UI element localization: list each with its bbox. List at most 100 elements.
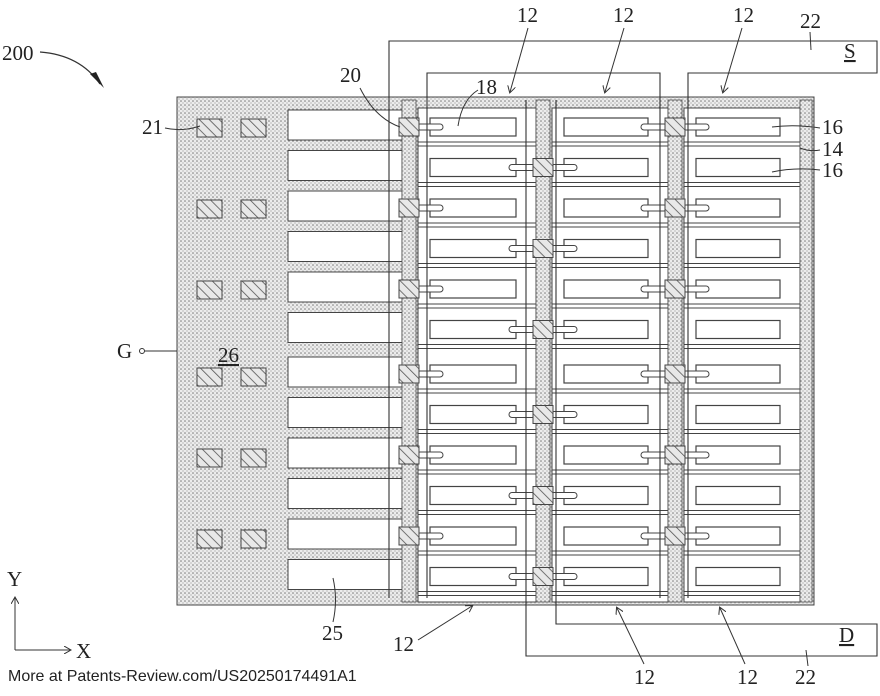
contact-pad-21 (240, 280, 267, 300)
label-12-bottom-2: 12 (634, 665, 655, 689)
leader-12-top-1 (510, 27, 529, 92)
leader-16-b (771, 168, 821, 173)
via-20 (532, 405, 554, 424)
contact-tab-18 (550, 411, 578, 418)
axis-x-label: X (76, 639, 91, 663)
transistor-columns (398, 99, 813, 603)
source-drain-region-16 (695, 404, 781, 425)
dummy-bar (287, 478, 403, 509)
footer-source-link[interactable]: More at Patents-Review.com/US20250174491… (8, 668, 357, 685)
label-18: 18 (476, 75, 497, 99)
label-22-top: 22 (800, 9, 821, 33)
via-20 (664, 117, 686, 137)
source-drain-region-16 (563, 117, 649, 137)
contact-tab-18 (640, 204, 668, 212)
via-20 (398, 364, 420, 384)
label-16-b: 16 (822, 158, 843, 182)
via-20 (532, 239, 554, 258)
dummy-bar (287, 271, 403, 303)
terminal-g-node (139, 348, 145, 354)
contact-tab-18 (416, 123, 444, 131)
source-drain-region-16 (695, 319, 781, 340)
dummy-bar (287, 312, 403, 343)
label-12-bottom-3: 12 (737, 665, 758, 689)
contact-pad-21 (240, 448, 267, 468)
transistor-column (683, 107, 801, 603)
label-16-a: 16 (822, 115, 843, 139)
source-drain-region-16 (563, 364, 649, 384)
contact-tab-18 (416, 285, 444, 293)
via-20 (664, 198, 686, 218)
source-drain-region-16 (563, 445, 649, 465)
contact-pad-21 (196, 367, 223, 387)
source-drain-region-16 (563, 279, 649, 299)
contact-tab-18 (508, 164, 536, 171)
source-drain-region-16 (695, 238, 781, 259)
contact-tab-18 (640, 370, 668, 378)
dummy-bar (287, 518, 403, 550)
interconnect-lines (388, 40, 878, 657)
arrowhead-200 (90, 72, 104, 88)
contact-pad-21 (240, 367, 267, 387)
contact-pad-21 (240, 118, 267, 138)
gate-strip-14 (799, 99, 813, 603)
contact-pad-21 (196, 280, 223, 300)
contact-tab-18 (640, 123, 668, 131)
label-200: 200 (2, 41, 34, 65)
source-drain-region-16 (563, 526, 649, 546)
contact-tab-18 (550, 164, 578, 171)
label-21: 21 (142, 115, 163, 139)
contact-tab-18 (416, 370, 444, 378)
via-20 (398, 198, 420, 218)
label-12-top-2: 12 (613, 3, 634, 27)
source-drain-region-16 (563, 198, 649, 218)
gate-strip-14 (667, 99, 683, 603)
leader-25 (332, 577, 336, 623)
via-20 (398, 526, 420, 546)
leader-12-bottom-2 (617, 608, 645, 665)
via-20 (398, 117, 420, 137)
leader-12-bottom-1 (417, 606, 472, 641)
contact-tab-18 (508, 326, 536, 333)
dummy-bar (287, 150, 403, 181)
via-20 (532, 320, 554, 339)
source-drain-region-16 (429, 319, 517, 340)
via-20 (532, 486, 554, 505)
contact-pad-21 (240, 199, 267, 219)
contact-tab-18 (550, 326, 578, 333)
via-20 (398, 279, 420, 299)
label-20: 20 (340, 63, 361, 87)
dummy-bar (287, 190, 403, 222)
contact-tab-18 (640, 451, 668, 459)
leader-16-a (771, 125, 821, 129)
via-20 (664, 526, 686, 546)
dummy-bar (287, 437, 403, 469)
contact-tab-18 (550, 245, 578, 252)
gate-strip-14 (401, 99, 417, 603)
label-22-bottom: 22 (795, 665, 816, 689)
via-20 (664, 364, 686, 384)
label-12-top-1: 12 (517, 3, 538, 27)
source-drain-region-16 (429, 485, 517, 506)
contact-pad-21 (196, 448, 223, 468)
label-12-bottom-1: 12 (393, 632, 414, 656)
leader-22-top (809, 31, 812, 51)
contact-tab-18 (508, 573, 536, 580)
label-26: 26 (218, 343, 239, 367)
contact-pad-21 (240, 529, 267, 549)
contact-tab-18 (508, 245, 536, 252)
contact-tab-18 (682, 123, 710, 131)
source-drain-region-16 (429, 566, 517, 587)
contact-tab-18 (416, 532, 444, 540)
source-drain-region-16 (695, 566, 781, 587)
source-drain-region-16 (429, 404, 517, 425)
arrow-200 (39, 51, 101, 85)
gate-contact-pads (196, 118, 267, 549)
dummy-bar (287, 231, 403, 262)
contact-tab-18 (682, 532, 710, 540)
transistor-column (417, 107, 537, 603)
contact-tab-18 (640, 285, 668, 293)
leader-18 (457, 89, 479, 127)
dummy-bar (287, 559, 403, 590)
